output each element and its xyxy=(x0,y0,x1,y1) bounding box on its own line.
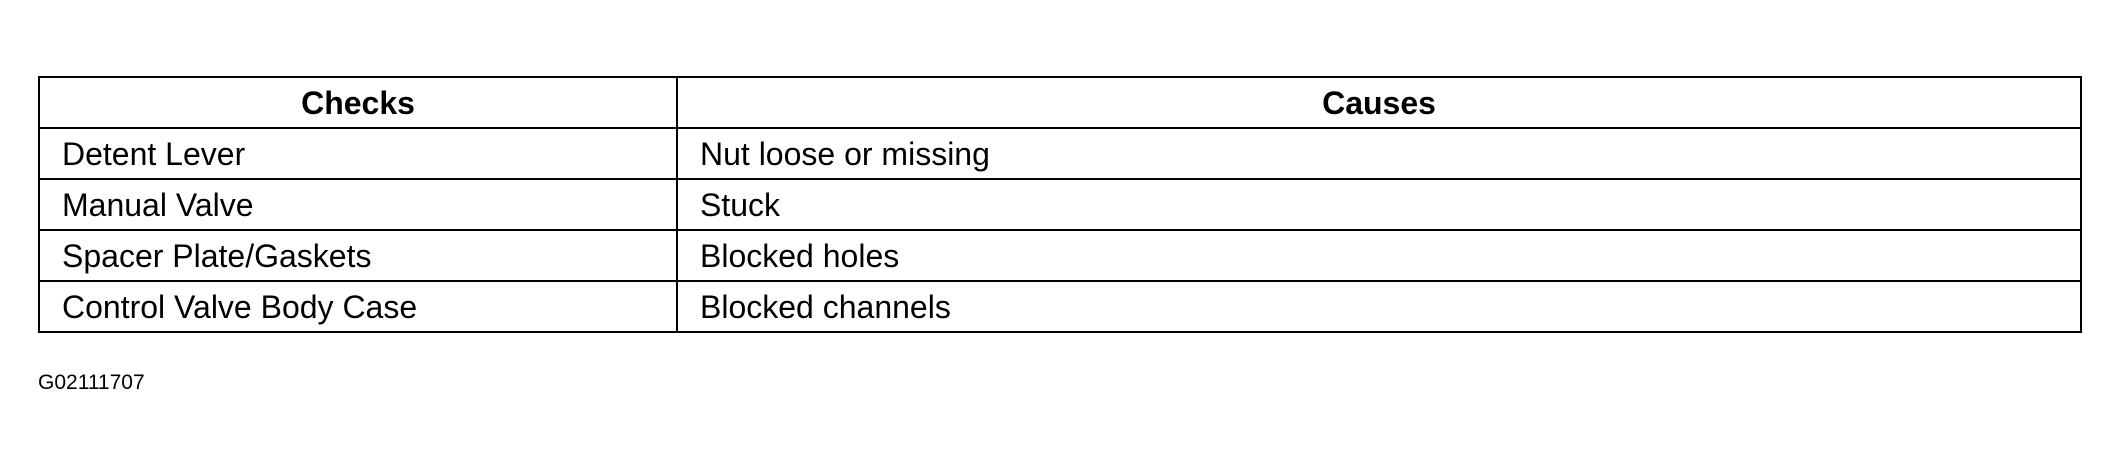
check-cell: Control Valve Body Case xyxy=(38,280,678,333)
header-checks: Checks xyxy=(38,76,678,129)
cause-cell: Blocked holes xyxy=(676,229,2082,282)
figure-id: G02111707 xyxy=(38,371,145,394)
cause-cell: Stuck xyxy=(676,178,2082,231)
table-row: Detent Lever Nut loose or missing xyxy=(38,127,2082,180)
table-row: Manual Valve Stuck xyxy=(38,178,2082,231)
table-row: Control Valve Body Case Blocked channels xyxy=(38,280,2082,333)
table-header-row: Checks Causes xyxy=(38,76,2082,129)
cause-cell: Nut loose or missing xyxy=(676,127,2082,180)
check-cell: Detent Lever xyxy=(38,127,678,180)
check-cell: Manual Valve xyxy=(38,178,678,231)
table-row: Spacer Plate/Gaskets Blocked holes xyxy=(38,229,2082,282)
cause-cell: Blocked channels xyxy=(676,280,2082,333)
check-cell: Spacer Plate/Gaskets xyxy=(38,229,678,282)
checks-causes-table: Checks Causes Detent Lever Nut loose or … xyxy=(38,76,2082,333)
header-causes: Causes xyxy=(676,76,2082,129)
